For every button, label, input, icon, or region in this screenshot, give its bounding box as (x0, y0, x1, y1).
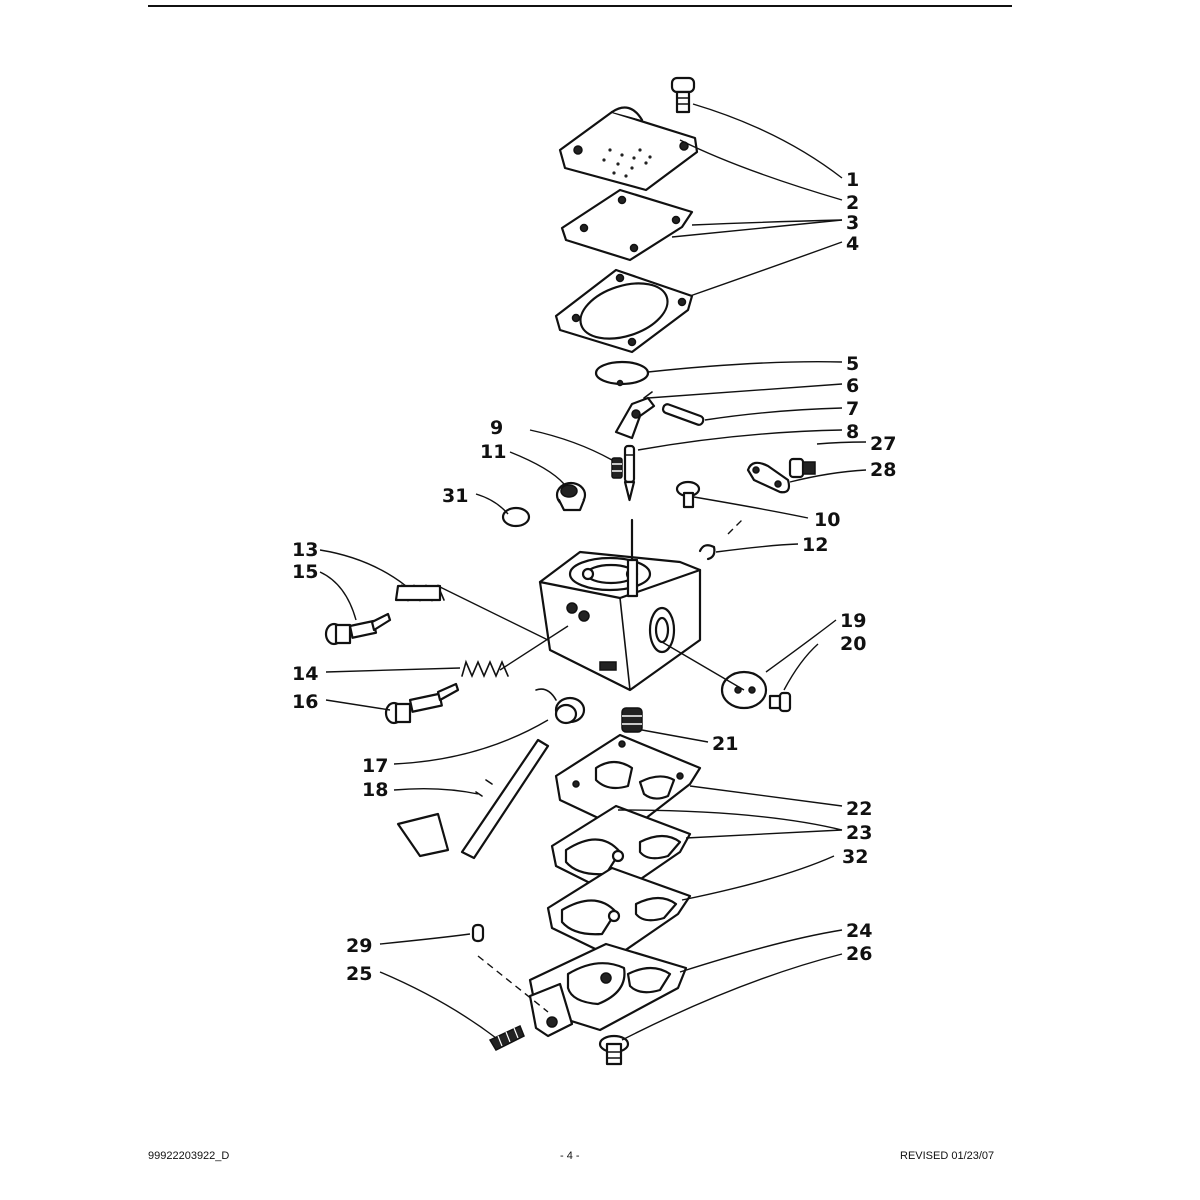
part-10-screw (675, 480, 701, 509)
callout-8: 8 (846, 421, 859, 443)
part-4-pump-gasket (554, 268, 694, 354)
carburetor-body (538, 518, 702, 692)
part-8-inlet-needle (623, 444, 636, 502)
part-2-pump-cover (558, 106, 699, 192)
part-7-lever-pin (661, 403, 705, 426)
callout-12: 12 (802, 534, 828, 556)
part-32-gasket (546, 866, 692, 960)
footer-document-id: 99922203922_D (148, 1150, 230, 1162)
callout-18: 18 (362, 779, 388, 801)
callout-4: 4 (846, 233, 859, 255)
part-20-screw (768, 691, 792, 713)
callout-3: 3 (846, 212, 859, 234)
callout-7: 7 (846, 398, 859, 420)
part-6-metering-lever (614, 391, 656, 440)
callout-20: 20 (840, 633, 866, 655)
footer-revision-date: REVISED 01/23/07 (900, 1150, 995, 1162)
callout-labels: 1 2 3 4 5 6 7 8 9 10 11 12 13 14 15 16 1… (292, 169, 896, 985)
callout-11: 11 (480, 441, 506, 463)
callout-5: 5 (846, 353, 859, 375)
part-16-low-speed-needle (384, 682, 460, 725)
part-11-welch-plug (555, 481, 587, 512)
callout-6: 6 (846, 375, 859, 397)
callout-9: 9 (490, 417, 503, 439)
callout-16: 16 (292, 691, 318, 713)
callout-22: 22 (846, 798, 872, 820)
callout-29: 29 (346, 935, 372, 957)
callout-21: 21 (712, 733, 738, 755)
callout-14: 14 (292, 663, 318, 685)
part-25-adjust-screw (488, 1024, 525, 1051)
leader-lines (319, 103, 867, 1041)
part-29-pin (471, 923, 485, 943)
part-28-throttle-lever (746, 461, 791, 494)
callout-1: 1 (846, 169, 859, 191)
part-31-plug (501, 506, 531, 528)
callout-32: 32 (842, 846, 868, 868)
callout-28: 28 (870, 459, 896, 481)
part-21-inlet-screen (621, 707, 643, 733)
callout-19: 19 (840, 610, 866, 632)
part-3-pump-diaphragm (560, 188, 694, 262)
part-13-spring (394, 583, 445, 603)
part-17-shaft-spring (535, 688, 586, 725)
callout-17: 17 (362, 755, 388, 777)
part-22-metering-diaphragm (554, 733, 702, 834)
top-rule (148, 5, 1012, 7)
part-18-throttle-shaft (396, 738, 550, 860)
callout-23: 23 (846, 822, 872, 844)
part-15-high-speed-needle (324, 612, 392, 646)
part-14-spring (461, 659, 509, 679)
callout-26: 26 (846, 943, 872, 965)
callout-2: 2 (846, 192, 859, 214)
callout-10: 10 (814, 509, 840, 531)
part-1-screw (670, 76, 696, 114)
part-12-clip (698, 544, 716, 561)
part-5-diaphragm-disc (594, 360, 650, 387)
carburetor-exploded-diagram: 1 2 3 4 5 6 7 8 9 10 11 12 13 14 15 16 1… (292, 76, 896, 1066)
part-24-metering-cover (528, 942, 688, 1038)
part-23-metering-gasket (550, 804, 692, 898)
callout-13: 13 (292, 539, 318, 561)
callout-27: 27 (870, 433, 896, 455)
callout-31: 31 (442, 485, 468, 507)
callout-24: 24 (846, 920, 872, 942)
footer-page-number: - 4 - (560, 1150, 580, 1162)
part-27-screw (788, 457, 816, 479)
part-9-lever-spring (611, 457, 623, 479)
callout-15: 15 (292, 561, 318, 583)
part-26-cover-screw (598, 1034, 630, 1066)
callout-25: 25 (346, 963, 372, 985)
